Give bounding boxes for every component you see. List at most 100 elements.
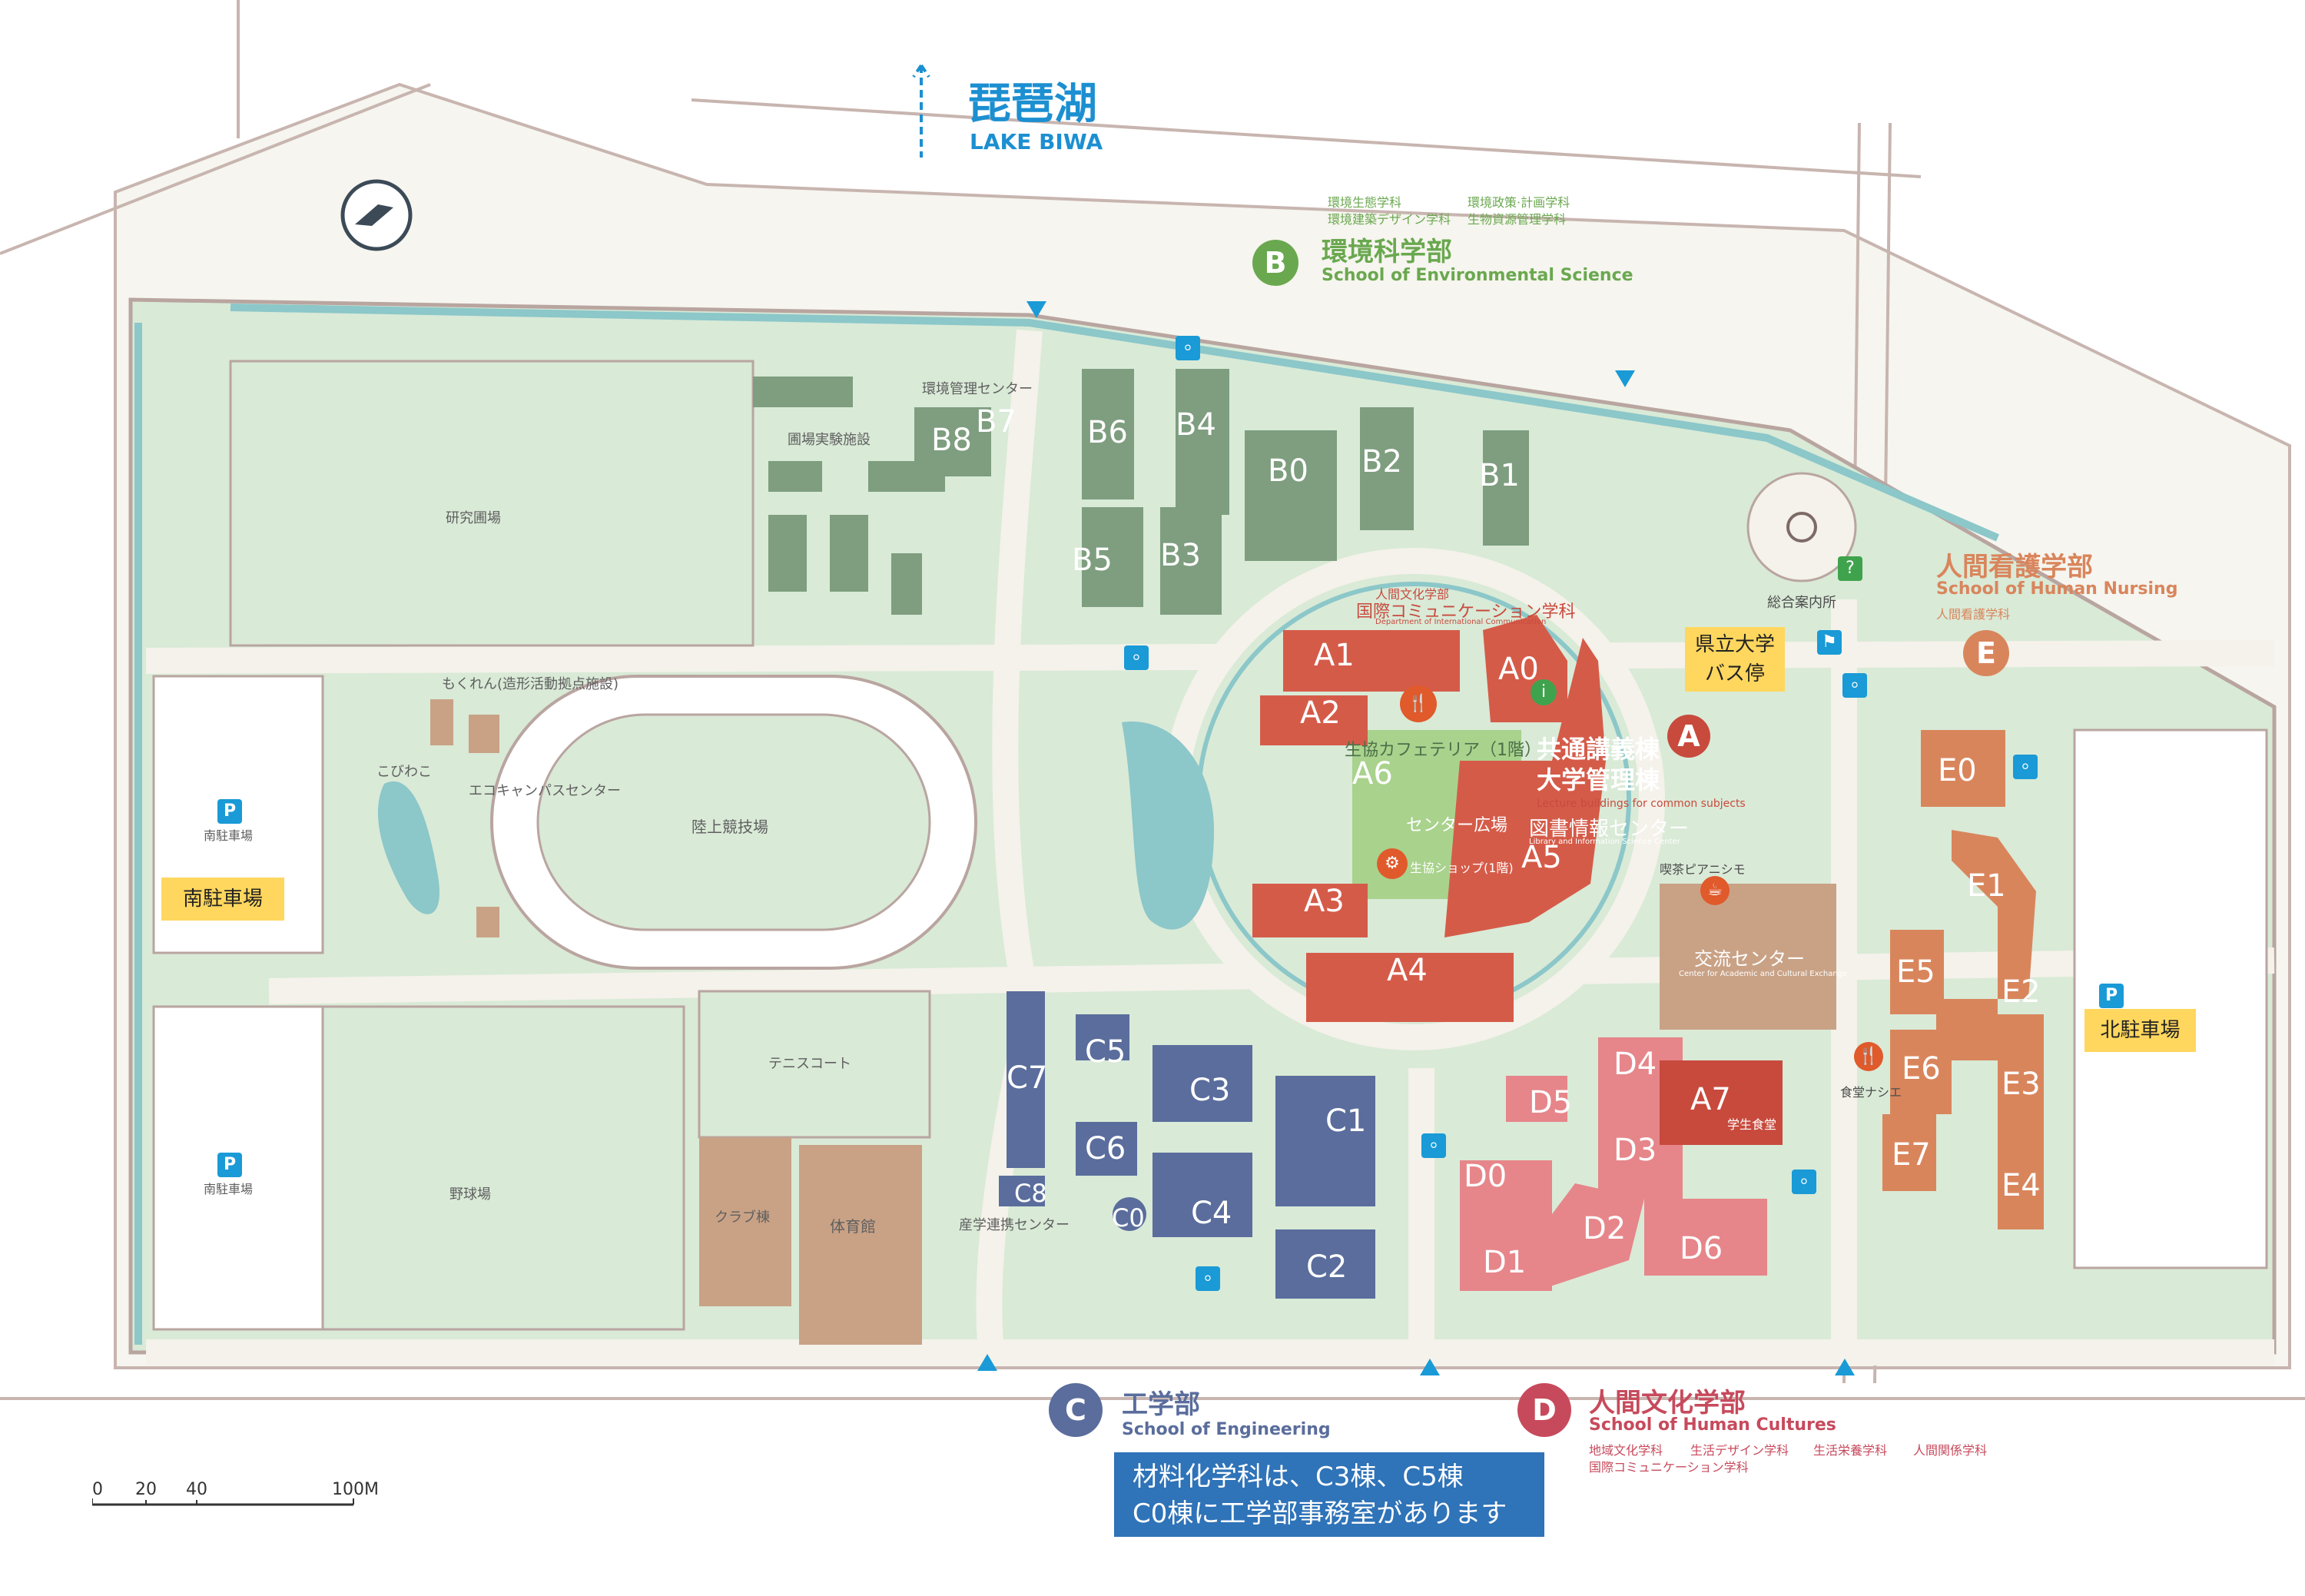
fountain-circle <box>1746 472 1857 582</box>
bldg-c7: C7 <box>1007 1060 1048 1096</box>
a-buildings <box>1252 615 1606 1022</box>
bldg-b8: B8 <box>931 423 972 458</box>
kobiwako-pond <box>377 781 439 914</box>
a7-building <box>1660 1060 1783 1145</box>
south-parking-label-lower: 南駐車場 <box>204 1182 254 1196</box>
school-b-name-jp: 環境科学部 <box>1322 237 1452 267</box>
intl-dept-label: 国際コミュニケーション学科 <box>1356 602 1576 622</box>
north-parking-sign: 北駐車場 <box>2084 1009 2196 1052</box>
bldg-b0: B0 <box>1268 453 1308 489</box>
scale-label-0: 0 <box>92 1480 103 1499</box>
bicycle-icon: ⚪ <box>1792 1170 1816 1194</box>
bldg-d6: D6 <box>1680 1231 1723 1266</box>
bldg-a5: A5 <box>1521 840 1562 875</box>
bldg-e1: E1 <box>1967 868 2006 904</box>
school-d-dept-5: 国際コミュニケーション学科 <box>1589 1460 1749 1475</box>
exchange-center-label-en: Center for Academic and Cultural Exchang… <box>1679 970 1848 978</box>
bicycle-icon: ⚪ <box>2013 755 2038 779</box>
school-d-dept-4: 人間関係学科 <box>1913 1443 1988 1458</box>
bicycle-icon: ⚪ <box>1124 645 1149 670</box>
gym-label: 体育館 <box>830 1217 876 1236</box>
gate-icon <box>1614 369 1637 392</box>
bldg-a7: A7 <box>1690 1082 1731 1117</box>
bus-icon: ⚑ <box>1817 630 1842 655</box>
intl-faculty-label: 人間文化学部 <box>1375 587 1450 602</box>
baseball-field <box>313 1005 685 1331</box>
bldg-e2: E2 <box>2002 974 2041 1010</box>
bldg-a2: A2 <box>1300 695 1341 731</box>
school-b-badge: B <box>1252 240 1298 286</box>
cafeteria-label: 生協カフェテリア（1階） <box>1345 741 1541 760</box>
school-b-dept-1: 環境生態学科 <box>1328 195 1402 210</box>
school-e-badge: E <box>1963 630 2009 676</box>
north-arrow-icon <box>912 61 930 158</box>
bldg-d1: D1 <box>1483 1245 1527 1280</box>
bldg-a4: A4 <box>1387 953 1428 988</box>
center-plaza-label: センター広場 <box>1406 816 1508 835</box>
bldg-b5: B5 <box>1072 543 1113 578</box>
school-e-name-en: School of Human Nursing <box>1936 579 2178 599</box>
bldg-a6: A6 <box>1352 756 1393 791</box>
library-label-en: Library and Information Science Center <box>1529 838 1680 846</box>
tennis-court <box>698 990 931 1139</box>
bldg-e7: E7 <box>1892 1137 1931 1173</box>
mokuren-label: もくれん(造形活動拠点施設) <box>442 676 619 692</box>
bldg-b3: B3 <box>1160 538 1201 573</box>
bicycle-icon: ⚪ <box>1196 1266 1220 1291</box>
scale-bar: 0 20 40 100M <box>92 1480 379 1518</box>
bicycle-icon: ⚪ <box>1421 1133 1446 1158</box>
info-icon: i <box>1531 679 1557 705</box>
bicycle-icon: ⚪ <box>1842 673 1867 698</box>
coop-shop-label: 生協ショップ(1階) <box>1410 861 1514 875</box>
school-a-name-en: Lecture buildings for common subjects <box>1537 798 1746 810</box>
lake-biwa-en: LAKE BIWA <box>970 129 1103 154</box>
gate-icon <box>1025 300 1048 323</box>
bldg-c5: C5 <box>1085 1034 1126 1070</box>
canal <box>230 304 1999 542</box>
bldg-b1: B1 <box>1479 458 1520 493</box>
school-c-badge: C <box>1049 1383 1103 1437</box>
d-buildings <box>1460 1037 1767 1291</box>
school-b-name-en: School of Environmental Science <box>1322 266 1633 285</box>
bldg-c4: C4 <box>1191 1196 1232 1231</box>
bldg-a0: A0 <box>1498 652 1539 687</box>
club-label: クラブ棟 <box>715 1209 770 1226</box>
bldg-d5: D5 <box>1529 1085 1573 1120</box>
compass-icon <box>338 177 415 257</box>
bldg-d3: D3 <box>1614 1133 1657 1168</box>
research-field-area <box>229 360 755 647</box>
bicycle-icon: ⚪ <box>1176 336 1200 360</box>
bldg-c6: C6 <box>1085 1131 1126 1166</box>
restaurant-icon: 🍴 <box>1854 1042 1883 1071</box>
bldg-b7: B7 <box>976 404 1017 440</box>
bus-stop-label: 県立大学 バス停 <box>1685 627 1785 692</box>
library-label: 図書情報センター <box>1529 818 1690 841</box>
parking-icon: P <box>217 799 242 824</box>
info-desk-label: 総合案内所 <box>1767 595 1836 611</box>
gate-icon <box>1418 1357 1441 1380</box>
south-parking-label-upper: 南駐車場 <box>204 828 254 843</box>
kobiwako-label: こびわこ <box>376 764 432 780</box>
bldg-a3: A3 <box>1304 884 1345 919</box>
bldg-c0: C0 <box>1112 1203 1145 1233</box>
b-buildings <box>753 369 1529 615</box>
cafe-icon: ☕ <box>1700 876 1730 905</box>
c-buildings <box>999 991 1375 1299</box>
school-e-name-jp: 人間看護学部 <box>1936 552 2093 582</box>
bldg-b4: B4 <box>1176 407 1216 443</box>
school-c-name-en: School of Engineering <box>1122 1420 1331 1439</box>
field-facility-label: 圃場実験施設 <box>788 432 871 448</box>
bldg-a1: A1 <box>1314 638 1355 673</box>
industry-center-label: 産学連携センター <box>959 1217 1070 1233</box>
school-a-badge: A <box>1667 715 1710 758</box>
lake-biwa-jp: 琵琶湖 <box>968 79 1097 129</box>
engineering-notice: 材料化学科は、C3棟、C5棟 C0棟に工学部事務室があります <box>1114 1452 1544 1537</box>
school-d-dept-1: 地域文化学科 <box>1589 1443 1663 1458</box>
scale-label-100m: 100M <box>332 1480 379 1499</box>
env-center-label: 環境管理センター <box>922 381 1033 397</box>
bldg-d2: D2 <box>1583 1211 1627 1246</box>
sports-buildings <box>430 699 922 1345</box>
bldg-b6: B6 <box>1087 415 1128 450</box>
